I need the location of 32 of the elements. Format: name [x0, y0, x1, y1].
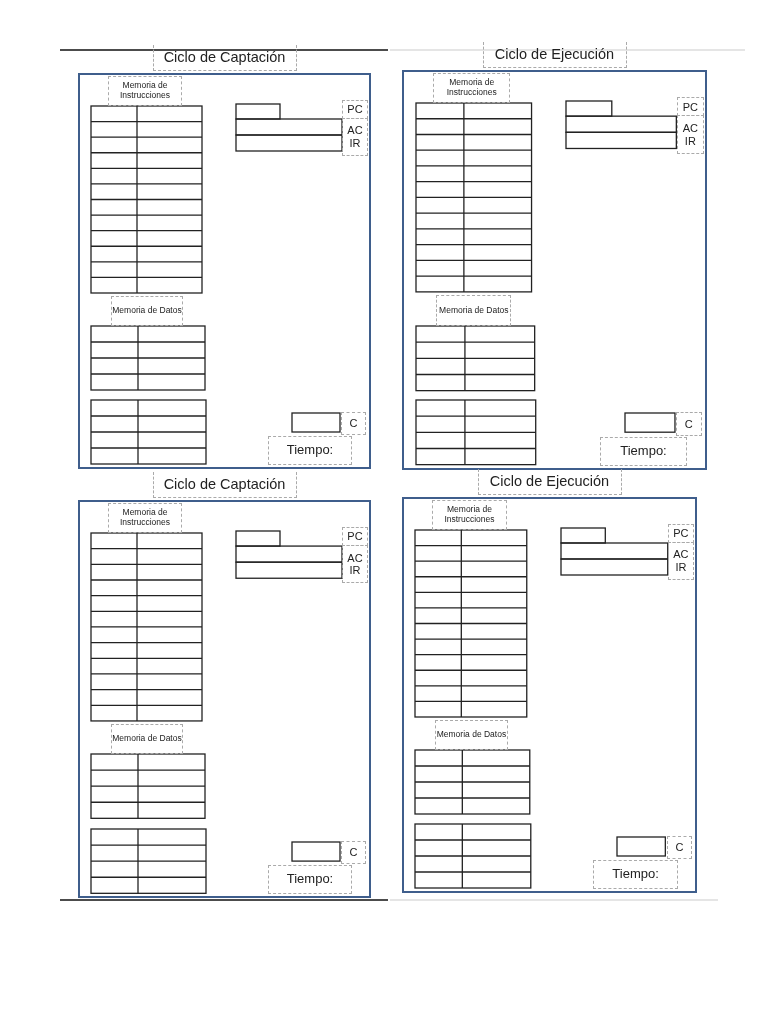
text-label: PC — [667, 524, 694, 543]
panel-title: Ciclo de Captación — [152, 45, 297, 71]
register-name: AC — [673, 548, 689, 561]
text-label: Memoria de Instrucciones — [108, 503, 182, 534]
text-label: C — [666, 836, 692, 859]
text-label: C — [341, 840, 366, 864]
register-name: AC — [347, 551, 363, 565]
text-label: Memoria de Instrucciones — [108, 76, 182, 106]
text-label: Memoria de Datos — [435, 720, 508, 750]
text-label: Memoria de Datos — [111, 724, 183, 755]
text-label: Memoria de Datos — [436, 295, 512, 326]
panel-title: Ciclo de Captación — [152, 472, 297, 498]
text-label: PC — [342, 527, 368, 547]
text-label: Memoria de Instrucciones — [432, 500, 507, 530]
register-name: AC — [347, 124, 363, 137]
register-name: IR — [349, 137, 361, 150]
text-label: Tiempo: — [599, 436, 688, 466]
register-name: IR — [684, 134, 696, 148]
text-label: Tiempo: — [593, 860, 678, 889]
text-label: PC — [676, 97, 704, 117]
text-label: Tiempo: — [268, 864, 352, 894]
panel-title: Ciclo de Ejecución — [477, 469, 622, 495]
text-label: Tiempo: — [268, 436, 352, 465]
text-label: C — [675, 412, 702, 436]
register-name: IR — [675, 561, 687, 574]
text-label: PC — [342, 100, 368, 119]
text-label: Memoria de Instrucciones — [433, 73, 511, 104]
panel-title: Ciclo de Ejecución — [482, 42, 627, 68]
register-name: IR — [349, 564, 361, 577]
text-label: Memoria de Datos — [111, 296, 183, 326]
text-label: C — [341, 412, 366, 435]
register-name: AC — [682, 122, 698, 135]
